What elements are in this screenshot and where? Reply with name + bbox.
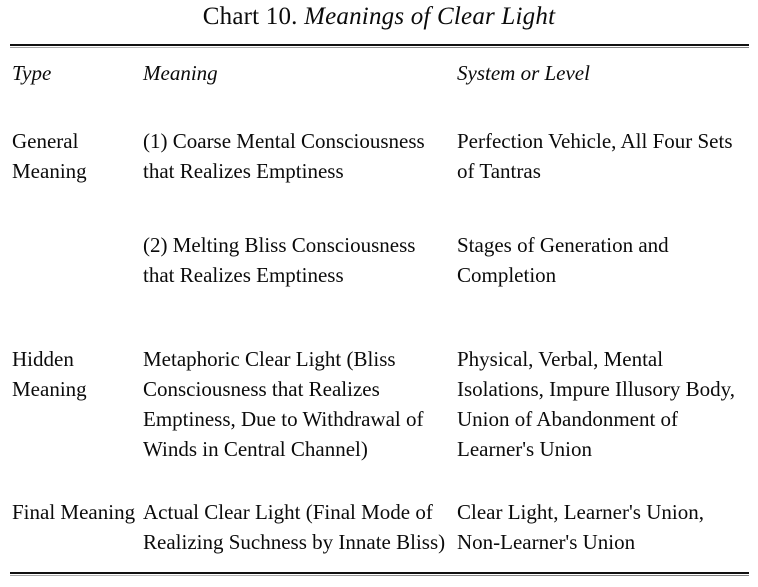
row-system-text: Perfection Vehicle, All Four Sets of Tan… (457, 129, 733, 183)
column-header-meaning: Meaning (143, 61, 218, 85)
row-type-label: Hidden Meaning (12, 347, 87, 401)
chart-number: Chart 10. (202, 3, 298, 30)
row-meaning-text: (2) Melting Bliss Consciousness that Rea… (143, 233, 416, 287)
page-title: Chart 10. Meanings of Clear Light (0, 2, 758, 32)
table-bottom-rule (10, 572, 749, 576)
row-type-label: Final Meaning (12, 500, 136, 524)
row-type-label: General Meaning (12, 129, 87, 183)
row-system-text: Physical, Verbal, Mental Isolations, Imp… (457, 347, 736, 461)
row-meaning-text: Metaphoric Clear Light (Bliss Consciousn… (143, 347, 424, 461)
column-header-type: Type (12, 61, 52, 85)
table-top-rule (10, 44, 749, 48)
row-system-text: Stages of Generation and Completion (457, 233, 669, 287)
chart-name: Meanings of Clear Light (304, 3, 556, 30)
chart-table: Type Meaning System or Level General Mea… (0, 52, 758, 554)
column-header-system: System or Level (457, 61, 590, 85)
row-meaning-text: Actual Clear Light (Final Mode of Realiz… (143, 500, 446, 554)
row-meaning-text: (1) Coarse Mental Consciousness that Rea… (143, 129, 425, 183)
row-system-text: Clear Light, Learner's Union, Non-Learne… (457, 500, 704, 554)
table-header-row: Type Meaning System or Level (0, 52, 758, 85)
